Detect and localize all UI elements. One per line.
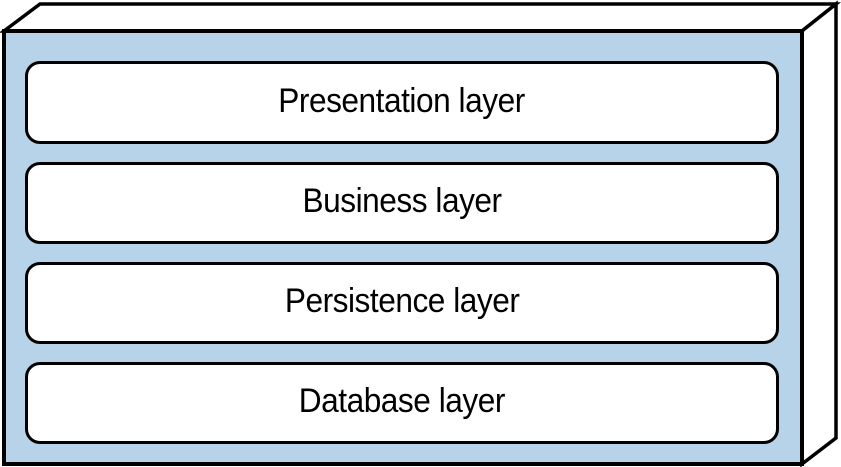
layer-label-persistence: Persistence layer bbox=[284, 282, 520, 320]
box-top-face bbox=[0, 2, 841, 33]
layer-label-database: Database layer bbox=[298, 382, 506, 420]
layer-box-business: Business layer bbox=[25, 162, 779, 244]
box-right-face bbox=[800, 0, 838, 467]
layer-label-business: Business layer bbox=[302, 182, 502, 220]
layer-box-database: Database layer bbox=[25, 362, 779, 444]
layer-box-persistence: Persistence layer bbox=[25, 262, 779, 344]
layer-label-presentation: Presentation layer bbox=[278, 81, 526, 120]
layer-box-presentation: Presentation layer bbox=[25, 61, 779, 144]
